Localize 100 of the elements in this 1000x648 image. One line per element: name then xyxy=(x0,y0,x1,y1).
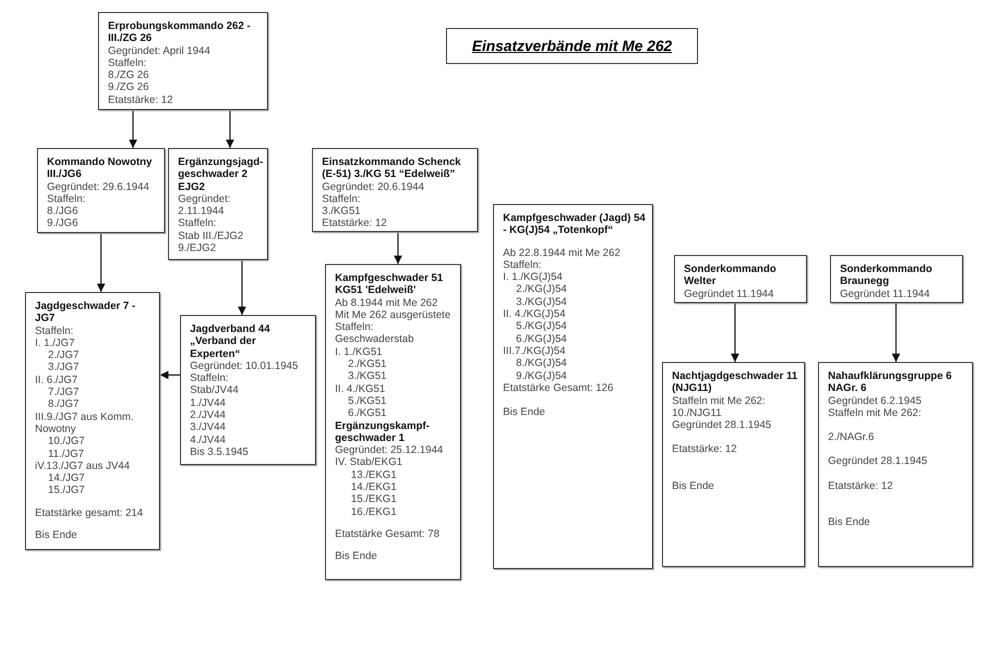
unit-text: Staffeln: xyxy=(108,56,148,70)
unit-box xyxy=(98,12,268,110)
unit-box xyxy=(493,204,653,569)
unit-text: 14./EKG1 xyxy=(350,481,398,494)
unit-text: Ab 22.8.1944 mit Me 262 xyxy=(503,246,622,259)
arrow xyxy=(160,370,180,380)
unit-text: Gegründet 11.1944 xyxy=(684,288,775,300)
unit-text: Staffeln mit Me 262: xyxy=(828,406,922,420)
unit-text: Gegründet: 10.01.1945 xyxy=(190,360,300,372)
unit-heading: Jagdverband 44 „Verband der Experten“ xyxy=(190,323,271,360)
unit-text: 11./JG7 xyxy=(47,448,85,460)
unit-text: 9./ZG 26 xyxy=(108,81,150,94)
unit-text: 10./JG7 xyxy=(47,435,86,448)
unit-text: I. 1./KG(J)54 xyxy=(503,271,564,284)
unit-text: Bis Ende xyxy=(335,550,378,563)
unit-text: I. 1./KG51 xyxy=(335,346,384,358)
unit-text: Stab/JV44 xyxy=(190,384,240,397)
arrow xyxy=(730,303,740,362)
unit-text: 3./KG51 xyxy=(322,205,362,218)
unit-text: Staffeln: xyxy=(322,192,362,206)
unit-heading: Ergänzungskampf-geschwader 1 xyxy=(335,420,431,444)
unit-heading: Einsatzkommando Schenck (E-51) 3./KG 51 “Edelweiß” xyxy=(322,156,462,181)
unit-text: 8./JG7 xyxy=(47,398,80,411)
unit-text: Stab III./EJG2 xyxy=(178,230,244,242)
unit-text: Staffeln: xyxy=(178,217,218,230)
unit-text: Geschwaderstab xyxy=(335,333,415,346)
unit-text: Gegründet: 20.6.1944 xyxy=(322,180,426,193)
unit-text: IV. Stab/EKG1 xyxy=(335,456,404,469)
unit-text: Gegründet 6.2.1945 xyxy=(828,394,922,407)
unit-text: 8./ZG 26 xyxy=(108,69,150,82)
unit-text: Gegründet: April 1944 xyxy=(108,44,212,57)
unit-text: 2./KG(J)54 xyxy=(515,283,568,296)
unit-box xyxy=(662,362,805,567)
unit-heading: Jagdgeschwader 7 - JG7 xyxy=(35,300,136,325)
unit-text: 5./KG(J)54 xyxy=(515,320,568,333)
unit-text: 10./NJG11 xyxy=(672,406,722,420)
unit-text: Etatstärke Gesamt: 78 xyxy=(335,528,440,540)
unit-text: II. 4./KG51 xyxy=(335,382,386,395)
unit-text: Bis Ende xyxy=(828,516,872,528)
unit-text: 13./EKG1 xyxy=(350,468,398,482)
unit-text: 2./KG51 xyxy=(347,358,388,370)
unit-text: Ab 8.1944 mit Me 262 xyxy=(335,296,439,309)
unit-text: 9./JG6 xyxy=(47,217,79,230)
unit-text: II. 6./JG7 xyxy=(35,374,79,386)
unit-text: 16./EKG1 xyxy=(350,506,398,518)
unit-box xyxy=(312,148,478,232)
unit-text: Mit Me 262 ausgerüstete Staffeln: xyxy=(335,308,452,334)
unit-heading: Nachtjagdgeschwader 11 (NJG11) xyxy=(672,370,798,395)
unit-text: 6./KG(J)54 xyxy=(515,332,568,345)
unit-text: Gegründet: 25.12.1944 xyxy=(335,444,444,456)
unit-text: Staffeln: xyxy=(47,192,86,206)
unit-text: 5./KG51 xyxy=(347,394,388,408)
unit-text: 7./JG7 xyxy=(47,386,80,398)
unit-text: Staffeln: xyxy=(35,324,74,337)
arrow xyxy=(96,233,106,292)
unit-text: I. 1./JG7 xyxy=(35,336,76,350)
arrow xyxy=(892,303,900,362)
unit-text: 2./NAGr.6 xyxy=(828,431,876,444)
unit-text: Bis Ende xyxy=(672,480,716,492)
unit-box xyxy=(180,315,316,465)
unit-text: 8./JG6 xyxy=(47,205,79,218)
unit-text: Staffeln: xyxy=(190,372,230,384)
unit-text: 15./JG7 xyxy=(47,484,86,497)
unit-heading: Sonderkommando Braunegg xyxy=(840,263,934,288)
unit-text: Gegründet: 29.6.1944 xyxy=(47,180,150,193)
unit-heading: Ergänzungsjagd-geschwader 2 EJG2 xyxy=(178,156,261,193)
unit-text: 15./EKG1 xyxy=(350,493,398,506)
unit-text: 8./KG(J)54 xyxy=(515,357,568,370)
title: Einsatzverbände mit Me 262 xyxy=(472,38,672,54)
unit-box xyxy=(168,148,268,260)
unit-heading: Kampfgeschwader 51 KG51 'Edelweiß' xyxy=(335,272,444,297)
unit-text: Gegründet 28.1.1945 xyxy=(828,455,928,468)
unit-box xyxy=(25,292,160,550)
unit-text: 3./KG(J)54 xyxy=(515,296,568,308)
unit-text: 1./JV44 xyxy=(190,396,227,410)
unit-text: Etatstärke Gesamt: 126 xyxy=(503,382,614,394)
unit-heading: Nahaufklärungsgruppe 6 NAGr. 6 xyxy=(828,370,953,395)
unit-text: Gegründet 11.1944 xyxy=(840,288,931,300)
unit-text: 4./JV44 xyxy=(190,434,227,446)
unit-text: iV.13./JG7 aus JV44 xyxy=(35,460,131,472)
arrow xyxy=(128,110,138,148)
unit-heading: Kommando Nowotny III./JG6 xyxy=(47,156,153,181)
unit-text: 9./KG(J)54 xyxy=(515,370,568,382)
unit-text: III.7./KG(J)54 xyxy=(503,344,566,358)
unit-text: 14./JG7 xyxy=(47,472,86,484)
unit-text: Staffeln mit Me 262: xyxy=(672,394,766,407)
unit-text: III.9./JG7 aus Komm. Nowotny xyxy=(35,410,135,436)
unit-text: 3./JG7 xyxy=(47,361,80,374)
unit-text: Gegründet 28.1.1945 xyxy=(672,419,772,432)
unit-text: 3./KG51 xyxy=(347,370,388,383)
unit-text: II. 4./KG(J)54 xyxy=(503,308,566,320)
unit-text: Staffeln: xyxy=(503,258,542,272)
unit-text: Etatstärke: 12 xyxy=(672,443,738,456)
unit-text: Etatstärke: 12 xyxy=(108,94,174,106)
unit-box xyxy=(325,264,461,580)
unit-text: 2./JG7 xyxy=(47,349,80,362)
unit-text: 9./EJG2 xyxy=(178,242,217,254)
unit-box xyxy=(37,148,165,233)
unit-text: Etatstärke: 12 xyxy=(322,217,388,230)
unit-text: Bis 3.5.1945 xyxy=(190,446,250,458)
